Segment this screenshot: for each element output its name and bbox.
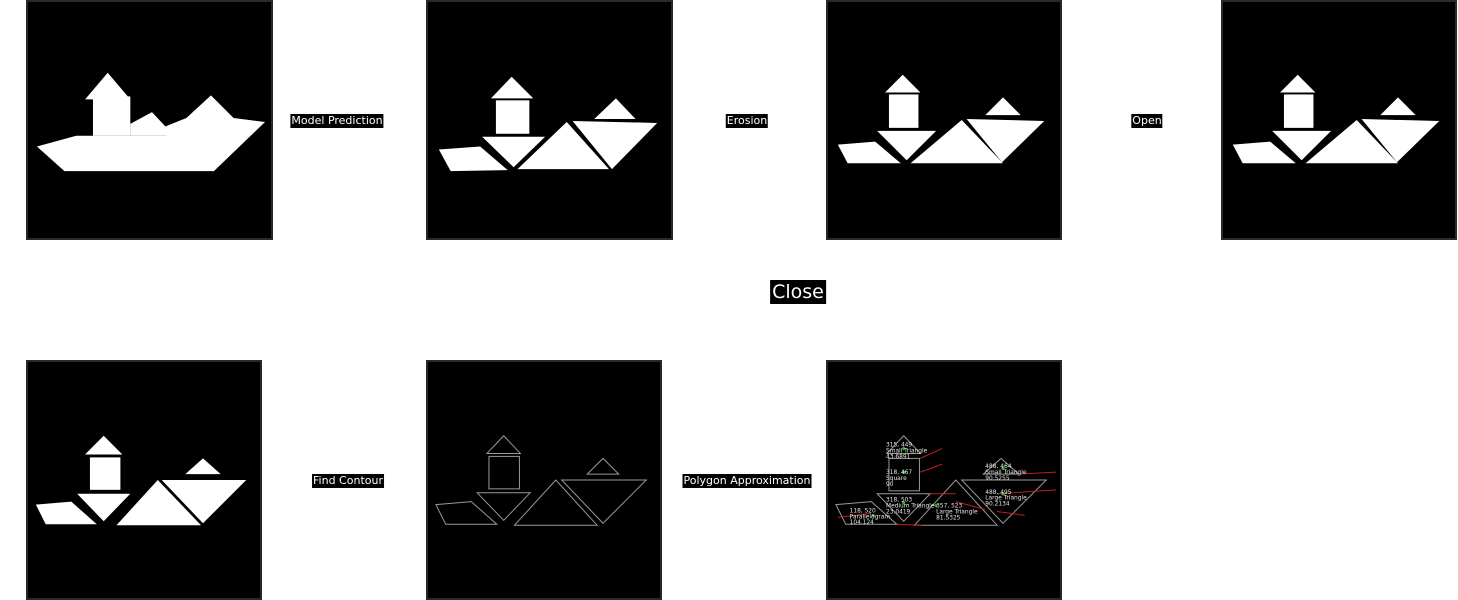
annotation-angle: 90: [886, 482, 894, 488]
annotation-coord: 488, 464: [985, 464, 1011, 470]
annotation-coord: 318, 467: [886, 470, 912, 476]
annotation-shape-name: Parallelogram: [850, 514, 891, 520]
annotation-coord: 118, 520: [850, 508, 876, 514]
annotation-shape-name: Large Triangle: [985, 496, 1027, 502]
contour-image: [426, 360, 662, 600]
annotation-angle: 23.0419: [886, 509, 911, 515]
annotation-coord: 318, 503: [886, 498, 912, 504]
annotation-shape-name: Large Triangle: [936, 509, 978, 515]
model-prediction-image: [26, 0, 273, 240]
annotation-coord: 488, 495: [985, 490, 1011, 496]
polygon-approximation-image: 315, 449 Small Triangle 43.6891 318, 467…: [826, 360, 1062, 600]
annotation-shape-name: Small Triangle: [886, 448, 928, 454]
step-label-open: Open: [1131, 114, 1163, 128]
erosion-result-image: [826, 0, 1062, 240]
annotation-shape-name: Square: [886, 476, 907, 482]
erosion-image: [426, 0, 673, 240]
annotation-angle: 104.124: [850, 520, 875, 526]
annotation-angle: 43.6891: [886, 454, 911, 460]
close-result-image: [26, 360, 262, 600]
step-label-erosion: Erosion: [725, 114, 769, 128]
annotation-angle: 81.5325: [936, 515, 961, 521]
open-result-image: [1221, 0, 1457, 240]
annotation-coord: 315, 449: [886, 443, 912, 449]
step-label-model-prediction: Model Prediction: [290, 114, 384, 128]
annotation-angle: 90.2134: [985, 502, 1010, 508]
step-label-find-contour: Find Contour: [312, 474, 384, 488]
annotation-shape-name: Small Triangle: [985, 470, 1027, 476]
annotation-angle: 90.5255: [985, 476, 1010, 482]
step-label-polygon-approximation: Polygon Approximation: [682, 474, 812, 488]
annotation-shape-name: Medium Triangle: [886, 504, 935, 510]
annotation-coord: 357, 523: [936, 504, 962, 510]
step-label-close: Close: [770, 280, 826, 304]
